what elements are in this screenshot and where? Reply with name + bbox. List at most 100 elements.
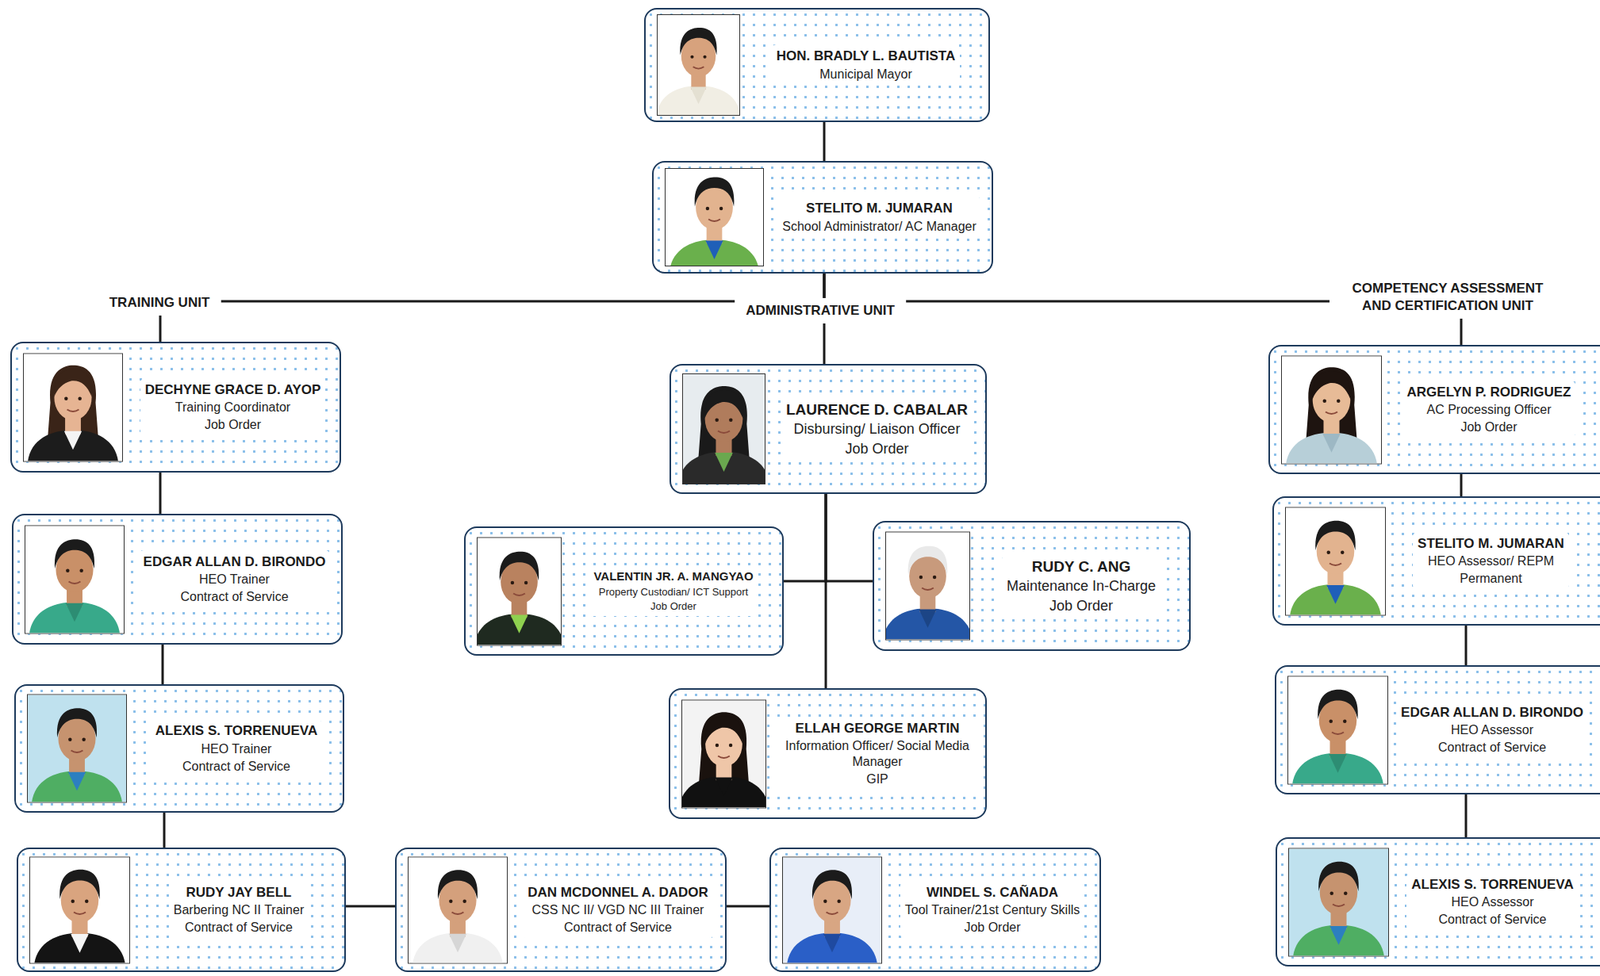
eye [690, 55, 694, 59]
eye [702, 55, 706, 59]
mouth [1332, 904, 1345, 907]
text-block: VALENTIN JR. A. MANGYAOProperty Custodia… [588, 566, 758, 617]
text-area: RUDY JAY BELLBarbering NC II TrainerCont… [136, 849, 342, 971]
person-name: LAURENCE D. CABALAR [786, 400, 968, 420]
hair-fringe [1312, 371, 1351, 400]
text-area: HON. BRADLY L. BAUTISTAMunicipal Mayor [746, 9, 986, 121]
portrait-illustration [27, 695, 127, 803]
text-area: RUDY C. ANGMaintenance In-ChargeJob Orde… [976, 522, 1186, 650]
text-block: DAN MCDONNEL A. DADORCSS NC II/ VGD NC I… [522, 881, 714, 940]
eye [715, 743, 719, 747]
photo-background [408, 857, 507, 964]
portrait-photo [1285, 506, 1386, 616]
portrait-illustration [782, 857, 882, 964]
eye [1342, 719, 1347, 724]
mouth [71, 750, 84, 753]
shoulders [29, 602, 120, 634]
text-area: ALEXIS S. TORRENUEVAHEO AssessorContract… [1395, 839, 1590, 966]
hair [499, 551, 540, 581]
photo-background [886, 533, 970, 641]
mouth [1329, 563, 1342, 566]
text-block: ALEXIS S. TORRENUEVAHEO TrainerContract … [150, 719, 323, 778]
org-connector [1465, 794, 1468, 838]
eye [462, 899, 466, 903]
org-connector [823, 122, 826, 162]
collar [918, 609, 937, 628]
shoulders [682, 776, 766, 808]
text-area: STELITO M. JUMARANHEO Assessor/ REPMPerm… [1392, 498, 1590, 625]
person-name: ALEXIS S. TORRENUEVA [1411, 876, 1574, 894]
text-block: RUDY JAY BELLBarbering NC II TrainerCont… [168, 881, 310, 940]
eye [719, 207, 723, 211]
person-role: HEO Assessor/ REPM [1417, 553, 1565, 570]
hair [812, 870, 852, 900]
unit-heading: COMPETENCY ASSESSMENT AND CERTIFICATION … [1329, 276, 1566, 319]
shoulders [1285, 432, 1378, 464]
eye [524, 580, 528, 584]
eye [836, 899, 841, 903]
mouth [717, 431, 730, 434]
text-block: EDGAR ALLAN D. BIRONDOHEO TrainerContrac… [138, 550, 331, 609]
photo-background [782, 857, 882, 964]
org-connector [161, 644, 165, 685]
photo-background [1285, 507, 1386, 615]
person-box: ARGELYN P. RODRIGUEZAC Processing Office… [1268, 345, 1600, 475]
portrait-photo [1287, 675, 1389, 785]
person-name: WINDEL S. CAÑADA [905, 884, 1081, 902]
portrait-illustration [25, 525, 124, 634]
collar [1326, 585, 1345, 605]
portrait-illustration [1288, 676, 1388, 784]
eye [1327, 550, 1332, 555]
eye [77, 396, 81, 400]
mouth [73, 912, 86, 915]
text-block: RUDY C. ANGMaintenance In-ChargeJob Orde… [1001, 554, 1161, 619]
text-block: ELLAH GEORGE MARTINInformation Officer/ … [772, 717, 983, 791]
eye [1323, 399, 1328, 403]
photo-background [1281, 356, 1382, 464]
org-connector [1465, 625, 1468, 666]
eye [448, 899, 453, 903]
person-role: Disbursing/ Liaison Officer [786, 420, 968, 439]
person-name: RUDY JAY BELL [173, 884, 305, 902]
mouth [717, 755, 730, 758]
org-connector [159, 472, 162, 515]
mouth [826, 912, 839, 914]
person-name: ELLAH GEORGE MARTIN [777, 720, 978, 737]
collar [1328, 754, 1347, 774]
hair [1315, 520, 1356, 551]
person-role: Municipal Mayor [776, 66, 956, 83]
org-connector [825, 494, 873, 582]
mouth [693, 66, 705, 69]
eye [68, 738, 72, 742]
person-box: DAN MCDONNEL A. DADORCSS NC II/ VGD NC I… [395, 847, 727, 973]
photo-background [23, 353, 123, 461]
portrait-illustration [682, 374, 765, 484]
person-box: ALEXIS S. TORRENUEVAHEO TrainerContract … [14, 684, 345, 814]
mouth [708, 218, 721, 221]
text-block: DECHYNE GRACE D. AYOPTraining Coordinato… [140, 378, 327, 437]
hair-fringe [705, 390, 744, 419]
person-role: Job Order [1407, 419, 1572, 436]
collar [705, 241, 723, 260]
person-box: ELLAH GEORGE MARTINInformation Officer/ … [668, 688, 987, 820]
portrait-photo [1288, 847, 1389, 957]
text-area: ALEXIS S. TORRENUEVAHEO TrainerContract … [133, 686, 340, 812]
person-role: Property Custodian/ ICT Support [593, 586, 753, 599]
text-area: EDGAR ALLAN D. BIRONDOHEO TrainerContrac… [130, 515, 338, 644]
eye [919, 575, 923, 580]
person-name: ARGELYN P. RODRIGUEZ [1407, 383, 1572, 401]
shoulders [477, 613, 561, 645]
eye [1336, 399, 1341, 403]
shoulders [1289, 583, 1382, 615]
person-role: HEO Trainer [143, 571, 327, 588]
text-block: STELITO M. JUMARANHEO Assessor/ REPMPerm… [1412, 532, 1570, 591]
person-box: WINDEL S. CAÑADATool Trainer/21st Centur… [769, 847, 1102, 973]
portrait-illustration [1285, 507, 1386, 615]
eye [81, 738, 85, 742]
hair-back [698, 712, 750, 789]
person-name: STELITO M. JUMARAN [1417, 535, 1565, 553]
person-box: EDGAR ALLAN D. BIRONDOHEO TrainerContrac… [11, 514, 343, 645]
eye [79, 568, 83, 572]
person-box: LAURENCE D. CABALARDisbursing/ Liaison O… [669, 364, 987, 495]
collar [65, 602, 84, 622]
